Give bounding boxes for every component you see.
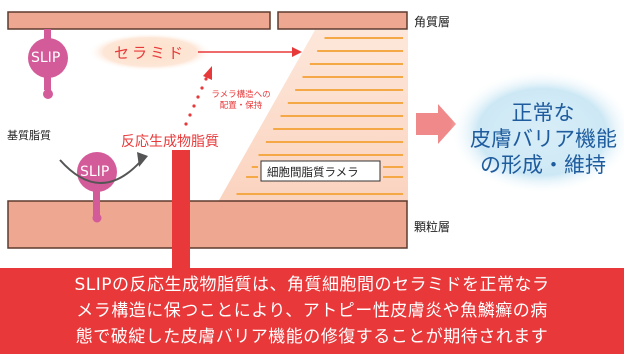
label-reaction-product-lipid: 反応生成物脂質 [121,134,219,150]
callout-line-3: 態で破綻した皮膚バリア機能の修復することが期待されます [75,327,549,347]
slip-molecule-top [28,29,68,99]
label-stratum-corneum: 角質層 [414,15,451,29]
stratum-corneum-right [277,11,408,30]
outcome-text: 正常な 皮膚バリア機能 の形成・維持 [470,101,617,177]
lamellae-label-box [260,160,381,182]
lamella-lines [236,37,403,195]
callout-line-1: SLIPの反応生成物脂質は、角質細胞間のセラミドを正常なラ [74,275,550,295]
label-stratum-granulosum: 顆粒層 [414,220,451,234]
outcome-arrow [416,104,456,144]
callout-box: SLIPの反応生成物脂質は、角質細胞間のセラミドを正常なラ メラ構造に保つことに… [0,268,624,354]
label-substrate-lipid: 基質脂質 [7,129,51,142]
slip-label-top: SLIP [31,50,61,66]
ceramide-glow [88,33,212,71]
ceramide-arrowhead [292,47,302,57]
callout-pointer [172,150,190,268]
reaction-arrowhead [137,152,148,167]
label-intercellular-lamellae: 細胞間脂質ラメラ [267,165,359,179]
stratum-corneum-left [7,11,271,30]
callout-line-2: メラ構造に保つことにより、アトピー性皮膚炎や魚鱗癬の病 [76,301,548,321]
dotted-arrow [184,66,212,126]
reaction-arrow [59,159,141,184]
label-lamellar-transport: ラメラ構造への 配置・保持 [211,90,271,111]
stratum-granulosum [7,200,408,249]
label-ceramide: セラミド [114,44,187,62]
outcome-bubble [450,70,624,194]
slip-label-bottom: SLIP [80,164,110,180]
